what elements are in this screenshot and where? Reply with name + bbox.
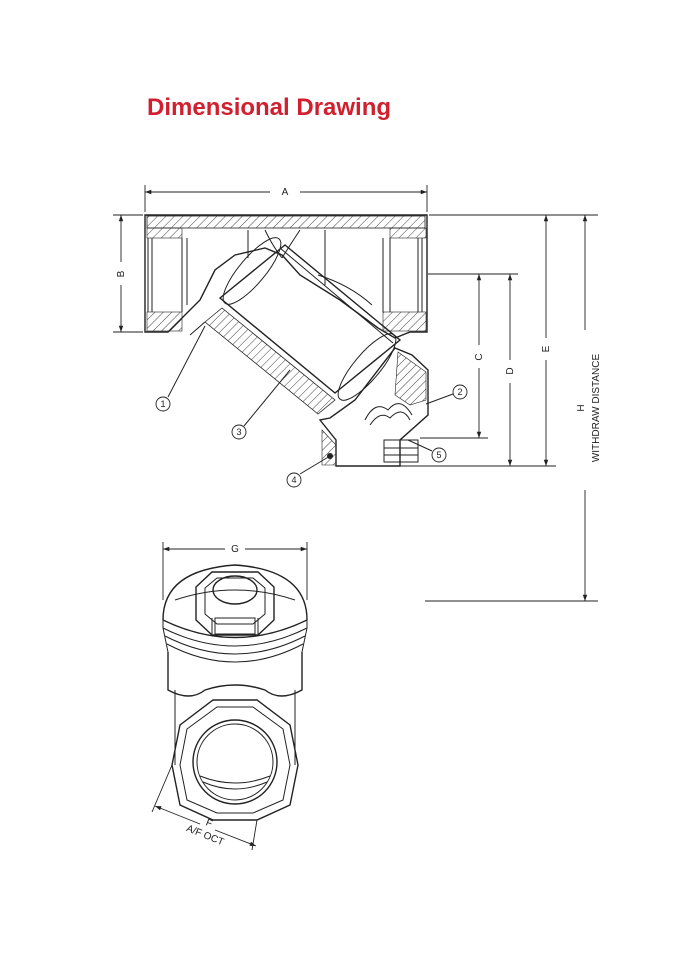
dim-label-g: G (231, 544, 239, 555)
balloon-4: 4 (291, 475, 296, 485)
screen-cylinder (218, 237, 402, 401)
dim-label-c: C (474, 353, 485, 360)
end-view: G (151, 542, 308, 851)
dim-label-d: D (505, 367, 516, 374)
page-title: Dimensional Drawing (147, 94, 392, 121)
dim-label-e: E (541, 345, 552, 352)
callout-5: 5 (407, 439, 447, 463)
callout-4: 4 (286, 455, 331, 488)
side-section-view: A B C D (113, 185, 602, 602)
dimension-b: B (113, 214, 143, 333)
lower-wall-hatch (204, 307, 336, 415)
dim-label-h: H (576, 404, 587, 411)
cap-dome (162, 564, 308, 621)
hex-plug (195, 571, 275, 636)
dim-label-withdraw: WITHDRAW DISTANCE (591, 354, 602, 463)
balloon-2: 2 (457, 387, 462, 397)
dimension-e: E (429, 214, 556, 467)
left-end-bottom-hatch (146, 311, 183, 332)
dimension-g: G (162, 542, 308, 600)
dimension-c: C (420, 273, 488, 439)
octagon-end (171, 699, 299, 821)
right-end-bottom-hatch (382, 311, 427, 332)
dim-label-b: B (116, 270, 127, 277)
dimension-h: H WITHDRAW DISTANCE (425, 214, 602, 602)
top-wall-hatch (146, 215, 426, 229)
callout-3: 3 (231, 369, 291, 440)
balloon-1: 1 (160, 399, 165, 409)
left-end-top-hatch (146, 227, 183, 239)
callout-2: 2 (425, 384, 468, 405)
dim-label-f: F (204, 817, 214, 829)
dimension-d: D (338, 273, 518, 467)
callout-1: 1 (155, 325, 206, 412)
right-end-top-hatch (389, 227, 427, 239)
dimension-a: A (144, 185, 428, 212)
balloon-3: 3 (236, 427, 241, 437)
dim-label-a: A (282, 187, 289, 198)
cap-assembly (318, 347, 429, 467)
balloon-5: 5 (436, 450, 441, 460)
